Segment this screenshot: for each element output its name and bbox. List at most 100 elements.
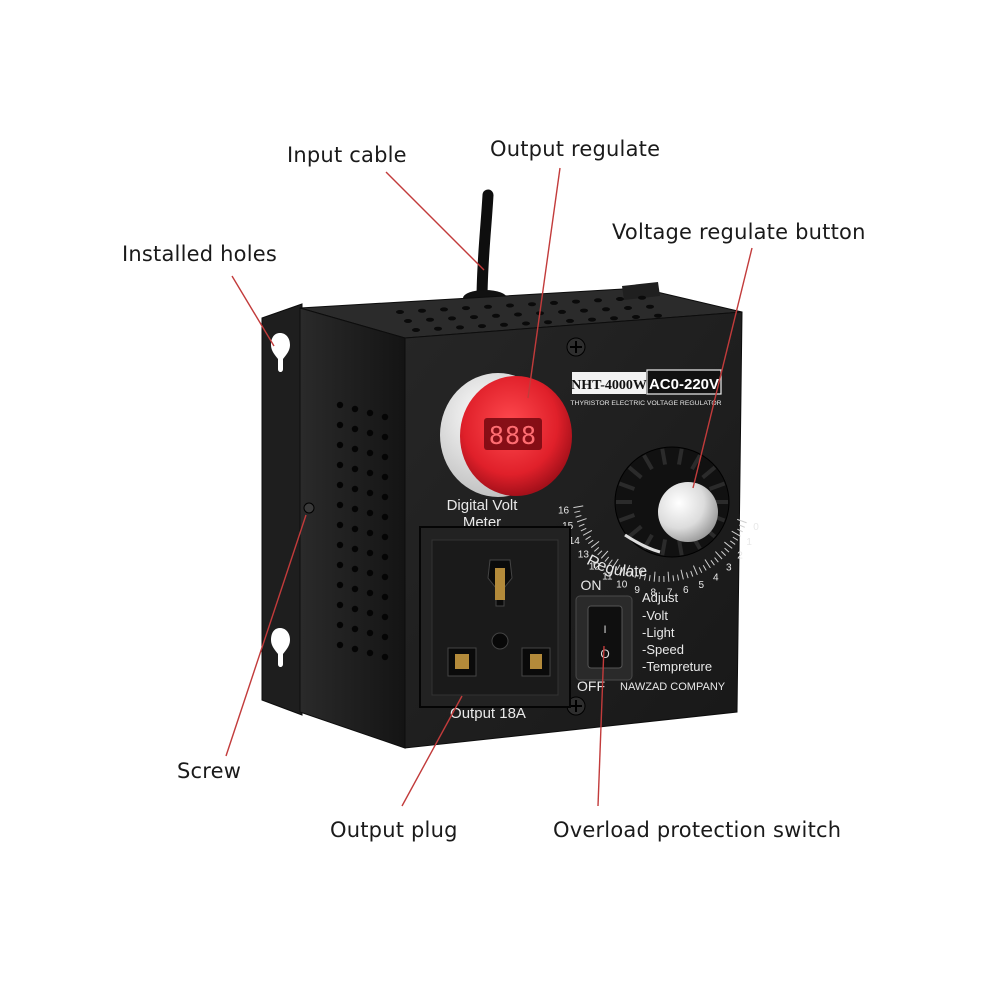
- adjust-line: Adjust: [642, 590, 679, 605]
- right-flange-tab: [622, 282, 660, 300]
- leader-output-regulate: [527, 167, 561, 399]
- vent-hole: [366, 609, 374, 617]
- dial-tick: [692, 565, 698, 575]
- left-mounting-flange: [261, 303, 303, 716]
- leader-voltage-button: [692, 247, 753, 489]
- vent-hole: [381, 493, 389, 501]
- vent-hole: [456, 325, 464, 330]
- vent-hole: [624, 306, 632, 310]
- vent-hole: [381, 533, 389, 541]
- adjust-line: -Tempreture: [642, 659, 712, 674]
- vent-hole: [336, 481, 344, 489]
- vent-hole: [558, 309, 566, 314]
- callout-screw: Screw: [177, 759, 242, 783]
- vent-hole: [381, 513, 389, 521]
- vent-hole: [366, 649, 374, 657]
- dial-tick: [737, 518, 747, 524]
- vent-hole: [366, 529, 374, 537]
- vent-hole: [351, 425, 359, 433]
- vent-hole: [381, 553, 389, 561]
- vent-hole: [366, 489, 374, 497]
- dial-number: 10: [616, 580, 628, 591]
- dial-tick: [729, 540, 736, 545]
- dial-tick: [574, 510, 581, 513]
- vent-hole: [351, 585, 359, 593]
- dial-tick: [643, 574, 647, 581]
- dial-tick: [698, 567, 703, 573]
- vent-hole: [366, 429, 374, 437]
- vent-hole: [351, 525, 359, 533]
- leader-input-cable: [385, 171, 485, 271]
- dial-tick: [737, 528, 743, 533]
- dial-tick: [590, 540, 600, 548]
- vent-hole: [412, 328, 420, 332]
- overload-protection-switch[interactable]: [587, 605, 623, 669]
- vent-hole: [462, 306, 470, 311]
- vent-hole: [470, 315, 478, 320]
- dial-tick: [582, 530, 593, 536]
- voltage-regulate-knob[interactable]: [614, 446, 730, 558]
- dial-tick: [587, 539, 594, 545]
- vent-hole: [381, 413, 389, 421]
- dial-number: 8: [651, 588, 657, 599]
- vent-hole: [366, 589, 374, 597]
- top-vent-holes: [396, 295, 662, 332]
- switch-o-mark: O: [600, 647, 609, 661]
- vent-hole: [336, 581, 344, 589]
- vent-hole: [336, 601, 344, 609]
- vent-hole: [351, 485, 359, 493]
- vent-hole: [336, 441, 344, 449]
- vent-hole: [366, 629, 374, 637]
- vent-hole: [351, 645, 359, 653]
- socket-ground-hole: [491, 632, 509, 650]
- vent-hole: [366, 449, 374, 457]
- vent-hole: [381, 473, 389, 481]
- leader-screw: [225, 514, 307, 757]
- vent-hole: [351, 505, 359, 513]
- adjust-line: -Light: [642, 625, 675, 640]
- vent-hole: [366, 469, 374, 477]
- vent-hole: [336, 621, 344, 629]
- dial-number: 12: [589, 562, 601, 573]
- meter-digits: 888: [489, 421, 537, 450]
- dial-tick: [634, 571, 638, 578]
- dial-tick: [578, 523, 585, 527]
- dial-number: 9: [634, 585, 640, 596]
- leader-output-plug: [401, 695, 463, 807]
- dial-number: 14: [569, 536, 581, 547]
- vent-hole: [351, 565, 359, 573]
- dial-tick: [676, 574, 680, 581]
- meter-display: [484, 418, 542, 450]
- range-label-box: [646, 369, 722, 395]
- adjust-line: -Speed: [642, 642, 684, 657]
- vent-hole: [381, 593, 389, 601]
- vent-hole: [602, 307, 610, 312]
- vent-hole: [396, 310, 404, 314]
- dial-number: 7: [667, 588, 673, 599]
- switch-on-label: ON: [581, 577, 602, 593]
- dial-tick: [625, 565, 631, 575]
- callout-installed-holes: Installed holes: [122, 242, 277, 266]
- callout-overload-protection-switch: Overload protection switch: [553, 818, 842, 842]
- dial-tick: [597, 550, 603, 556]
- vent-hole: [366, 569, 374, 577]
- vent-hole: [404, 319, 412, 323]
- vent-hole: [434, 326, 442, 331]
- dial-tick: [704, 559, 711, 569]
- vent-hole: [381, 653, 389, 661]
- callout-input-cable: Input cable: [287, 143, 407, 167]
- dial-number: 6: [683, 585, 689, 596]
- vent-hole: [566, 318, 574, 323]
- vent-hole: [610, 316, 618, 321]
- leader-lines: [225, 167, 753, 807]
- vent-hole: [544, 320, 552, 325]
- dial-tick: [576, 518, 587, 523]
- screw: [303, 502, 315, 514]
- vent-hole: [351, 625, 359, 633]
- dial-number: 2: [737, 551, 743, 562]
- dial-tick: [608, 559, 613, 565]
- dial-tick: [721, 551, 726, 556]
- vent-hole: [654, 313, 662, 318]
- input-cable: [476, 189, 494, 306]
